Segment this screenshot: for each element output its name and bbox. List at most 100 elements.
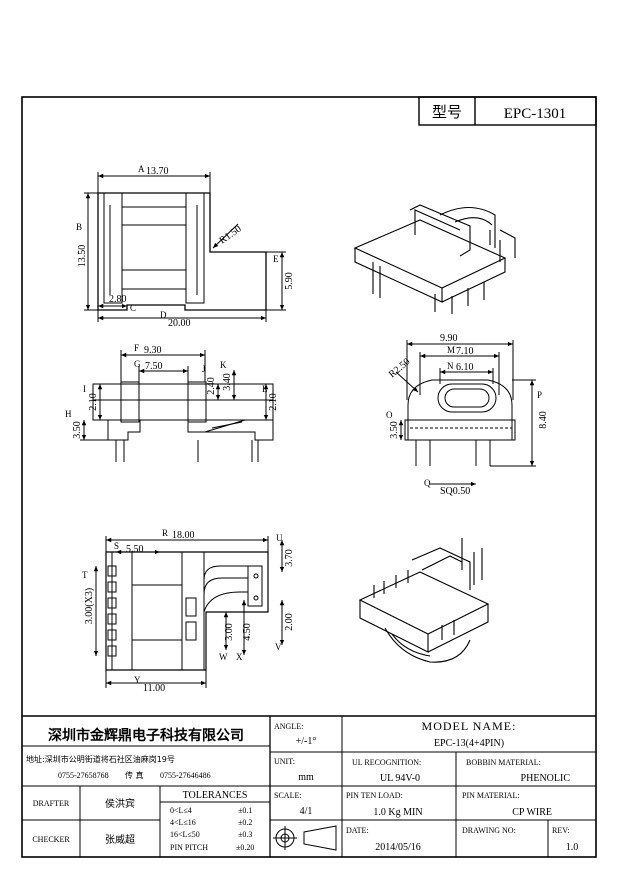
label-l: L bbox=[262, 384, 268, 394]
dim-b: 13.50 bbox=[77, 245, 88, 268]
checker-name: 张威超 bbox=[105, 833, 135, 846]
label-f: F bbox=[134, 343, 139, 353]
label-v: V bbox=[275, 642, 282, 652]
checker-label: CHECKER bbox=[32, 835, 70, 844]
dim-l: 2.10 bbox=[268, 393, 279, 411]
tol-range-3: 16<L≤50 bbox=[170, 830, 200, 839]
dim-g: 7.50 bbox=[145, 361, 163, 372]
dim-x: 4.50 bbox=[242, 623, 253, 641]
pin-load-value: 1.0 Kg MIN bbox=[373, 807, 422, 818]
dim-side-top: 9.90 bbox=[440, 333, 458, 344]
label-y: Y bbox=[134, 675, 141, 685]
ul-value: UL 94V-0 bbox=[380, 773, 420, 784]
dim-t: 3.00(X3) bbox=[84, 588, 95, 624]
angle-value: +/-1° bbox=[296, 736, 317, 747]
rev-label: REV: bbox=[552, 826, 570, 835]
label-w: W bbox=[219, 652, 228, 662]
dim-r: 18.00 bbox=[172, 530, 195, 541]
bobbin-label: BOBBIN MATERIAL: bbox=[466, 758, 541, 767]
dim-a: 13.70 bbox=[146, 166, 169, 177]
tol-range-2: 4<L≤16 bbox=[170, 818, 196, 827]
drawing-no-label: DRAWING NO: bbox=[462, 826, 516, 835]
dim-v: 2.00 bbox=[284, 613, 295, 631]
fax-label: 传 真 bbox=[125, 770, 144, 780]
tol-range-4: PIN PITCH bbox=[170, 843, 208, 852]
isometric-view-top bbox=[353, 204, 516, 314]
drafter-label: DRAFTER bbox=[33, 799, 70, 808]
unit-value: mm bbox=[298, 772, 314, 783]
dim-n: 6.10 bbox=[456, 362, 474, 373]
label-a: A bbox=[138, 164, 145, 174]
dim-d: 20.00 bbox=[168, 318, 191, 329]
label-x: X bbox=[236, 652, 243, 662]
side-view-text: 9.90 M 7.10 N 6.10 R2.50 O 3.50 P 8.40 Q… bbox=[386, 333, 549, 497]
rev-value: 1.0 bbox=[566, 842, 579, 853]
label-r: R bbox=[162, 528, 168, 538]
model-label: 型号 bbox=[432, 103, 462, 121]
dim-o: 3.50 bbox=[389, 421, 400, 439]
dim-f: 9.30 bbox=[144, 345, 162, 356]
label-n: N bbox=[447, 361, 454, 371]
dim-c: 2.80 bbox=[109, 294, 127, 305]
scale-label: SCALE: bbox=[274, 791, 302, 800]
tolerances-label: TOLERANCES bbox=[183, 790, 248, 801]
tol-range-1: 0<L≤4 bbox=[170, 806, 192, 815]
bobbin-value: PHENOLIC bbox=[521, 773, 571, 784]
side-view bbox=[395, 340, 536, 487]
title-block-grid bbox=[22, 715, 596, 857]
pin-material-value: CP WIRE bbox=[512, 807, 552, 818]
tol-value-1: ±0.1 bbox=[238, 806, 252, 815]
bottom-view bbox=[93, 536, 285, 688]
sheet-frame bbox=[21, 96, 597, 858]
front-view-text: F 9.30 G 7.50 H 3.50 I 2.10 J 2.40 K 3.4… bbox=[65, 343, 279, 439]
front-view bbox=[80, 350, 274, 462]
model-value: EPC-1301 bbox=[504, 106, 567, 122]
date-label: DATE: bbox=[346, 826, 369, 835]
top-view bbox=[84, 172, 286, 322]
label-o: O bbox=[386, 410, 393, 420]
angle-label: ANGLE: bbox=[274, 722, 303, 731]
title-block-text: 深圳市金辉鼎电子科技有限公司 地址:深圳市公明街道将石社区油麻岗19号 0755… bbox=[26, 719, 578, 853]
dim-k: 3.40 bbox=[222, 373, 233, 391]
label-t: T bbox=[82, 570, 88, 580]
label-q: Q bbox=[424, 478, 431, 488]
dim-u: 3.70 bbox=[284, 549, 295, 567]
dim-p: 8.40 bbox=[538, 411, 549, 429]
scale-value: 4/1 bbox=[300, 806, 313, 817]
dim-s: 5.50 bbox=[126, 544, 144, 555]
dim-y: 11.00 bbox=[143, 683, 165, 694]
bottom-view-text: R 18.00 S 5.50 T 3.00(X3) U 3.70 V 2.00 … bbox=[82, 528, 295, 694]
dim-e: 5.90 bbox=[284, 272, 295, 290]
label-c: C bbox=[130, 303, 136, 313]
dim-radius: R1.50 bbox=[217, 224, 243, 247]
dim-m: 7.10 bbox=[456, 346, 474, 357]
isometric-view-bottom bbox=[358, 538, 490, 663]
model-name-label: MODEL NAME: bbox=[422, 719, 517, 733]
ul-label: UL RECOGNITION: bbox=[352, 758, 421, 767]
company-name: 深圳市金辉鼎电子科技有限公司 bbox=[48, 727, 244, 744]
label-m: M bbox=[447, 345, 455, 355]
dim-j: 2.40 bbox=[206, 377, 217, 395]
label-h: H bbox=[65, 409, 72, 419]
label-u: U bbox=[276, 533, 283, 543]
dim-side-radius: R2.50 bbox=[387, 356, 413, 380]
tol-value-3: ±0.3 bbox=[238, 830, 252, 839]
label-i: I bbox=[83, 384, 86, 394]
pin-material-label: PIN MATERIAL: bbox=[462, 791, 520, 800]
label-b: B bbox=[76, 222, 82, 232]
label-e: E bbox=[273, 254, 279, 264]
tol-value-2: ±0.2 bbox=[238, 818, 252, 827]
unit-label: UNIT: bbox=[274, 757, 295, 766]
model-name-value: EPC-13(4+4PIN) bbox=[434, 738, 504, 749]
model-header: 型号 EPC-1301 bbox=[418, 96, 597, 126]
company-tel: 0755-27658768 bbox=[58, 771, 109, 780]
label-g: G bbox=[134, 359, 141, 369]
label-d: D bbox=[160, 310, 167, 320]
tol-value-4: ±0.20 bbox=[236, 843, 254, 852]
company-address: 地址:深圳市公明街道将石社区油麻岗19号 bbox=[26, 754, 175, 764]
dim-w: 3.00 bbox=[224, 623, 235, 641]
label-p: P bbox=[537, 390, 542, 400]
date-value: 2014/05/16 bbox=[375, 842, 421, 853]
label-s: S bbox=[114, 541, 119, 551]
